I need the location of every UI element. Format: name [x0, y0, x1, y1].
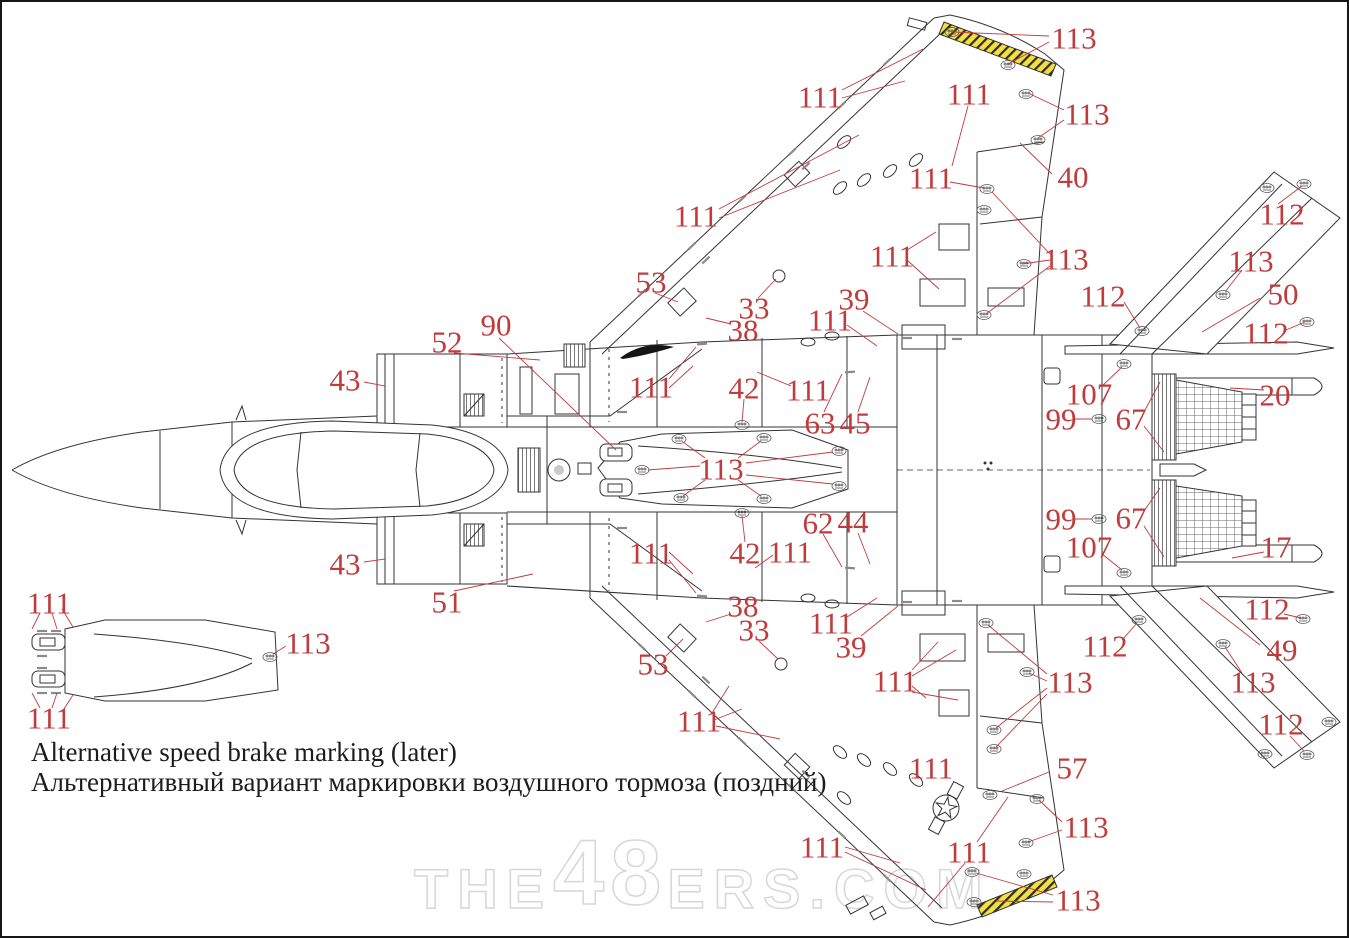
speed-brake	[597, 429, 849, 509]
stencil-marks	[37, 57, 962, 883]
caption-line-ru: Альтернативный вариант маркировки воздуш…	[31, 767, 827, 797]
tail-surfaces	[1064, 171, 1341, 769]
air-intakes	[376, 353, 508, 585]
watermark-part-the: THE	[413, 856, 553, 920]
watermark-part-erscom: ERS.COM	[667, 856, 992, 920]
leader-lines	[31, 31, 1306, 908]
yellow-wingtip-strip-top	[938, 21, 1057, 77]
star-insignia	[927, 780, 965, 836]
yellow-wingtip-strip-bottom	[976, 874, 1058, 918]
watermark-part-48: 48	[552, 822, 668, 924]
canopy	[219, 420, 509, 520]
caption-line-en: Alternative speed brake marking (later)	[31, 737, 457, 767]
spine-details	[517, 343, 1061, 591]
inset-speed-brake	[31, 619, 279, 702]
caption: Alternative speed brake marking (later) …	[31, 737, 826, 797]
engine-nozzles	[1151, 373, 1257, 567]
